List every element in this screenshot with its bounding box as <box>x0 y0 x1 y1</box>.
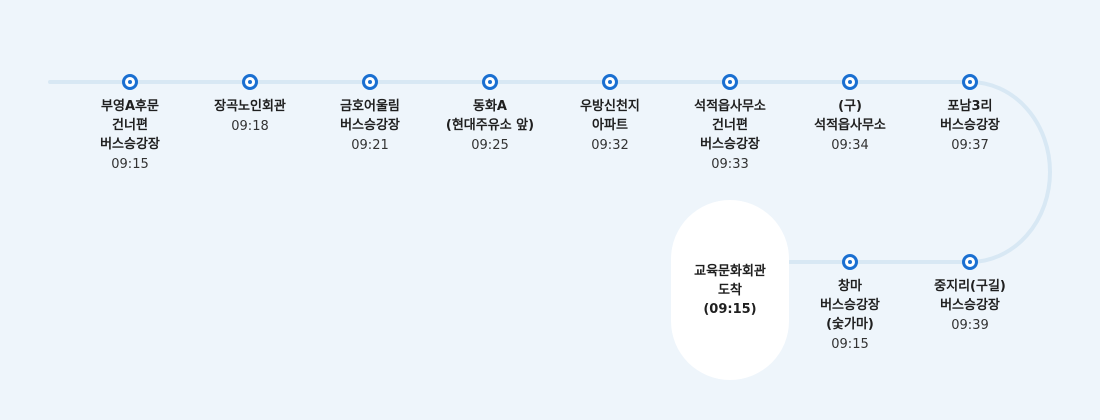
stop-name: (구) 석적읍사무소 <box>814 99 886 133</box>
stop-time: 09:39 <box>951 318 989 333</box>
arrival-terminal: 교육문화회관 도착 (09:15) <box>671 200 789 380</box>
stop-donghwa-a[interactable]: 동화A (현대주유소 앞) 09:25 <box>430 74 550 155</box>
stop-name: 우방신천지 아파트 <box>580 99 640 133</box>
stop-jungji-ri[interactable]: 중지리(구길) 버스승강장 09:39 <box>910 254 1030 335</box>
stop-name: 중지리(구길) 버스승강장 <box>934 279 1006 313</box>
stop-marker-icon <box>602 74 618 90</box>
stop-name: 부영A후문 건너편 버스승강장 <box>100 99 160 152</box>
stop-time: 09:37 <box>951 138 989 153</box>
stop-marker-icon <box>842 254 858 270</box>
arrival-label: 교육문화회관 도착 (09:15) <box>694 263 766 317</box>
stop-marker-icon <box>962 74 978 90</box>
stop-time: 09:15 <box>831 337 869 352</box>
stop-time: 09:18 <box>231 119 269 134</box>
stop-ponam-3ri[interactable]: 포남3리 버스승강장 09:37 <box>910 74 1030 155</box>
stop-marker-icon <box>482 74 498 90</box>
stop-marker-icon <box>122 74 138 90</box>
stop-marker-icon <box>722 74 738 90</box>
stop-name: 포남3리 버스승강장 <box>940 99 1000 133</box>
stop-janggok[interactable]: 장곡노인회관 09:18 <box>190 74 310 136</box>
stop-name: 석적읍사무소 건너편 버스승강장 <box>694 99 766 152</box>
stop-time: 09:33 <box>711 157 749 172</box>
stop-marker-icon <box>962 254 978 270</box>
stop-seokjeok-opposite[interactable]: 석적읍사무소 건너편 버스승강장 09:33 <box>670 74 790 174</box>
stop-marker-icon <box>842 74 858 90</box>
stop-geumho[interactable]: 금호어울림 버스승강장 09:21 <box>310 74 430 155</box>
stop-time: 09:21 <box>351 138 389 153</box>
stop-time: 09:15 <box>111 157 149 172</box>
stop-name: 장곡노인회관 <box>214 99 286 114</box>
stop-name: 창마 버스승강장 (숯가마) <box>820 279 880 332</box>
stop-name: 동화A (현대주유소 앞) <box>445 99 535 133</box>
stop-time: 09:25 <box>471 138 509 153</box>
stop-time: 09:32 <box>591 138 629 153</box>
stop-marker-icon <box>242 74 258 90</box>
stop-old-seokjeok[interactable]: (구) 석적읍사무소 09:34 <box>790 74 910 155</box>
stop-marker-icon <box>362 74 378 90</box>
stop-name: 금호어울림 버스승강장 <box>340 99 400 133</box>
stop-buyoung-a[interactable]: 부영A후문 건너편 버스승강장 09:15 <box>70 74 190 174</box>
stop-time: 09:34 <box>831 138 869 153</box>
stop-changma[interactable]: 창마 버스승강장 (숯가마) 09:15 <box>790 254 910 354</box>
stop-woobang[interactable]: 우방신천지 아파트 09:32 <box>550 74 670 155</box>
